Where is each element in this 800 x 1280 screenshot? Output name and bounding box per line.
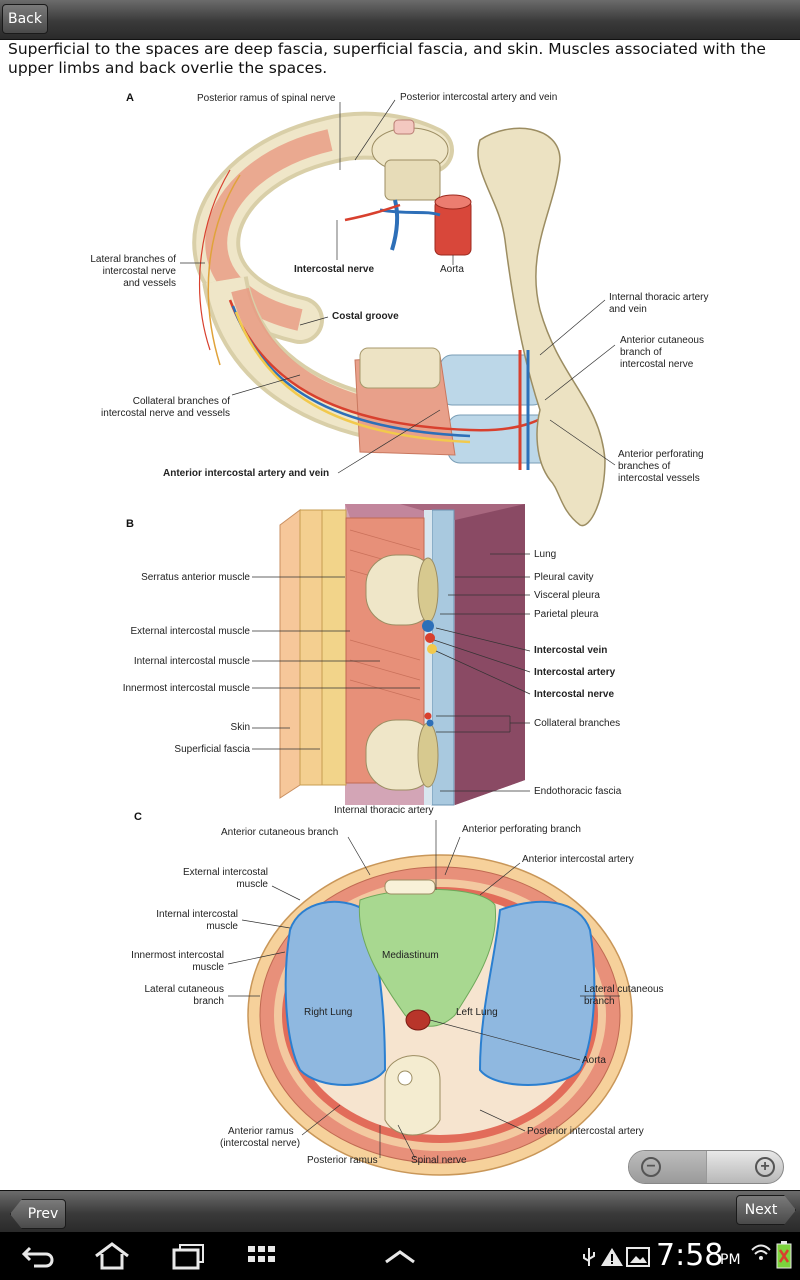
zoom-control: − + <box>628 1150 784 1184</box>
anatomy-figure: A Posterior ramus of spinal nerve Poster… <box>0 80 800 1190</box>
clock-time: 7:58 <box>656 1238 724 1273</box>
image-notification-icon <box>626 1247 650 1267</box>
label-anterior-cutaneous-2: branch of <box>620 347 662 358</box>
label-anterior-ramus-1: Anterior ramus <box>228 1126 294 1137</box>
label-intercostal-nerve-b: Intercostal nerve <box>534 689 615 700</box>
label-internal-thoracic-artery: Internal thoracic artery <box>334 805 434 816</box>
label-anterior-intercostal: Anterior intercostal artery and vein <box>163 468 330 479</box>
label-left-lung: Left Lung <box>456 1007 498 1018</box>
label-lateral-cutaneous-left-1: Lateral cutaneous <box>144 984 224 995</box>
label-external-ic-b: External intercostal muscle <box>130 626 251 637</box>
label-anterior-ramus-2: (intercostal nerve) <box>220 1138 301 1149</box>
label-lateral-branches-1: Lateral branches of <box>90 254 176 265</box>
label-innermost-ic-b: Innermost intercostal muscle <box>122 683 250 694</box>
label-serratus: Serratus anterior muscle <box>141 572 250 583</box>
label-collateral-branches: Collateral branches <box>534 718 621 729</box>
label-intercostal-artery: Intercostal artery <box>534 667 616 678</box>
label-lateral-cutaneous-right-1: Lateral cutaneous <box>584 984 664 995</box>
label-anterior-perforating-branch: Anterior perforating branch <box>462 824 581 835</box>
label-external-ic-c-1: External intercostal <box>182 867 268 878</box>
recent-apps-icon[interactable] <box>170 1242 206 1270</box>
label-innermost-ic-c-2: muscle <box>192 962 224 973</box>
label-collateral-2: intercostal nerve and vessels <box>101 408 230 419</box>
next-button[interactable]: Next <box>736 1195 796 1225</box>
label-lateral-branches-3: and vessels <box>123 278 176 289</box>
label-lung: Lung <box>534 549 557 560</box>
home-icon[interactable] <box>94 1242 130 1270</box>
label-anterior-cutaneous-3: intercostal nerve <box>620 359 694 370</box>
label-mediastinum: Mediastinum <box>382 950 439 961</box>
zoom-in-icon: + <box>755 1157 775 1177</box>
label-superficial-fascia: Superficial fascia <box>174 744 250 755</box>
top-toolbar: Back <box>0 0 800 40</box>
label-endothoracic-fascia: Endothoracic fascia <box>534 786 622 797</box>
label-posterior-intercostal: Posterior intercostal artery and vein <box>400 92 558 103</box>
label-external-ic-c-2: muscle <box>236 879 268 890</box>
label-intercostal-vein: Intercostal vein <box>534 645 608 656</box>
label-spinal-nerve: Spinal nerve <box>411 1155 467 1166</box>
label-aorta-a: Aorta <box>440 264 464 275</box>
label-posterior-intercostal-artery: Posterior intercostal artery <box>527 1126 644 1137</box>
label-internal-thoracic-2: and vein <box>609 304 647 315</box>
figure-illustration <box>180 99 633 1176</box>
label-parietal-pleura: Parietal pleura <box>534 609 599 620</box>
panel-b-letter: B <box>126 518 134 530</box>
label-internal-thoracic-1: Internal thoracic artery <box>609 292 709 303</box>
label-anterior-cutaneous-branch: Anterior cutaneous branch <box>221 827 339 838</box>
label-anterior-cutaneous-1: Anterior cutaneous <box>620 335 704 346</box>
label-pleural-cavity: Pleural cavity <box>534 572 594 583</box>
wifi-icon <box>751 1244 771 1260</box>
panel-a-letter: A <box>126 92 134 104</box>
panel-c-drawing <box>227 820 633 1176</box>
panel-a-drawing <box>180 99 616 527</box>
label-posterior-ramus-c: Posterior ramus <box>307 1155 378 1166</box>
label-lateral-cutaneous-left-2: branch <box>193 996 224 1007</box>
label-anterior-perforating-2: branches of <box>618 461 671 472</box>
label-anterior-intercostal-artery: Anterior intercostal artery <box>522 854 634 865</box>
label-collateral-1: Collateral branches of <box>132 396 230 407</box>
label-visceral-pleura: Visceral pleura <box>534 590 600 601</box>
system-bar: 7:58 PM <box>0 1232 800 1280</box>
battery-charging-icon <box>776 1241 792 1269</box>
label-right-lung: Right Lung <box>304 1007 353 1018</box>
label-internal-ic-c-2: muscle <box>206 921 238 932</box>
back-icon[interactable] <box>22 1242 58 1270</box>
label-internal-ic-b: Internal intercostal muscle <box>133 656 250 667</box>
panel-b-drawing <box>252 504 531 806</box>
prev-button[interactable]: Prev <box>10 1199 66 1229</box>
warning-icon <box>601 1248 623 1266</box>
usb-icon <box>583 1248 595 1266</box>
clock-ampm: PM <box>720 1252 741 1268</box>
chevron-up-icon[interactable] <box>384 1242 416 1270</box>
label-anterior-perforating-1: Anterior perforating <box>618 449 704 460</box>
label-lateral-cutaneous-right-2: branch <box>584 996 615 1007</box>
label-posterior-ramus: Posterior ramus of spinal nerve <box>197 93 336 104</box>
label-costal-groove: Costal groove <box>332 311 399 322</box>
label-aorta-c: Aorta <box>582 1055 606 1066</box>
zoom-out-icon: − <box>641 1157 661 1177</box>
panel-c-letter: C <box>134 811 142 823</box>
zoom-in-button[interactable]: + <box>707 1151 785 1183</box>
intro-paragraph: Superficial to the spaces are deep fasci… <box>8 40 766 77</box>
label-lateral-branches-2: intercostal nerve <box>102 266 176 277</box>
label-skin: Skin <box>230 722 250 733</box>
bottom-navbar: Prev Next <box>0 1190 800 1232</box>
label-intercostal-nerve-a: Intercostal nerve <box>294 264 375 275</box>
apps-grid-icon[interactable] <box>246 1242 278 1270</box>
label-anterior-perforating-3: intercostal vessels <box>618 473 700 484</box>
back-button[interactable]: Back <box>2 4 48 34</box>
label-innermost-ic-c-1: Innermost intercostal <box>131 950 224 961</box>
zoom-out-button[interactable]: − <box>629 1151 707 1183</box>
label-internal-ic-c-1: Internal intercostal <box>156 909 238 920</box>
